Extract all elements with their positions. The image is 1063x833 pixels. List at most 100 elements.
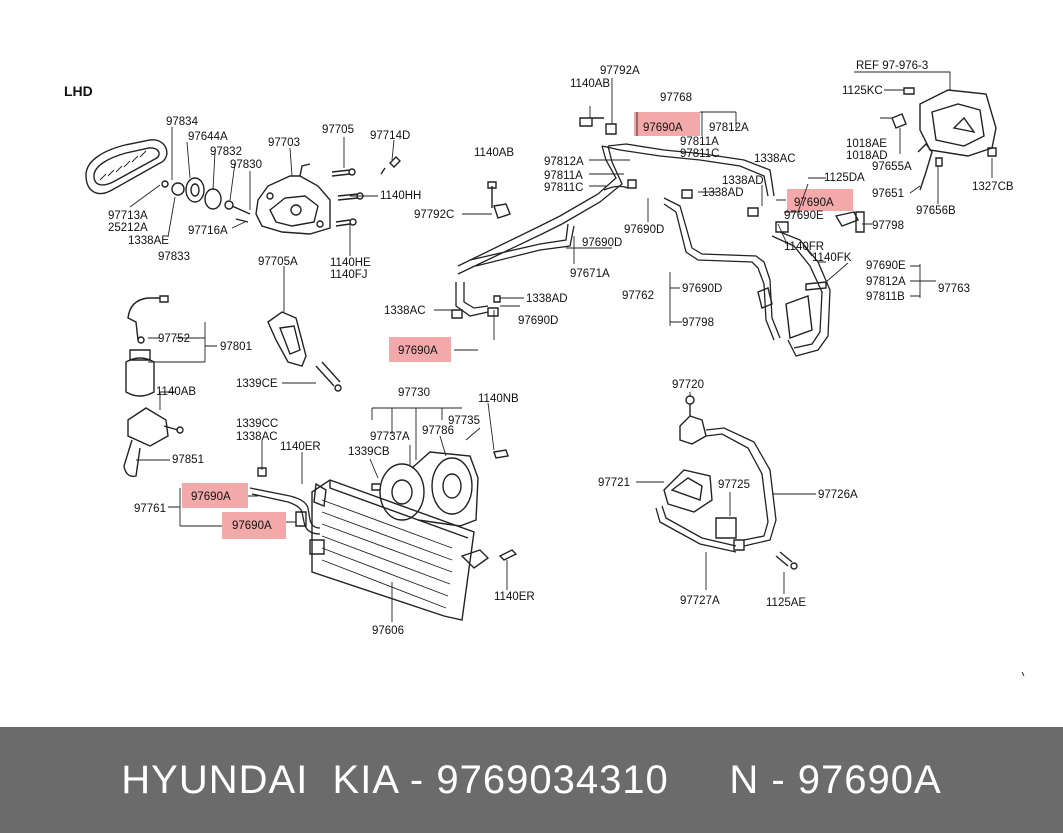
label-1338ad-r: 1338AD — [702, 187, 744, 199]
label-97834: 97834 — [166, 116, 199, 128]
hose-97762 — [663, 177, 936, 357]
label-1327cb: 1327CB — [972, 181, 1014, 193]
label-25212a: 25212A — [108, 222, 148, 234]
label-97725: 97725 — [718, 479, 750, 491]
label-1338ac-r: 1338AC — [754, 153, 796, 165]
bolts-upper — [331, 156, 401, 227]
label-1018ae: 1018AE — [846, 138, 887, 150]
label-97812a-mid: 97812A — [544, 156, 584, 168]
label-97851: 97851 — [172, 454, 204, 466]
label-97798-g: 97798 — [682, 317, 714, 329]
label-97713a: 97713A — [108, 210, 148, 222]
label-97690a-top: 97690A — [643, 122, 683, 134]
label-97655a: 97655A — [872, 161, 912, 173]
label-97690a-left2: 97690A — [232, 520, 272, 532]
label-1140er-a: 1140ER — [280, 441, 321, 453]
receiver-drier-97801 — [125, 295, 217, 410]
label-97811a-mid: 97811A — [544, 170, 583, 182]
ref-label: REF 97-976-3 — [856, 60, 928, 72]
label-97763: 97763 — [938, 283, 970, 295]
label-97786: 97786 — [422, 425, 454, 437]
label-1125kc: 1125KC — [842, 85, 883, 97]
label-97656b: 97656B — [916, 205, 956, 217]
label-97812a-top: 97812A — [709, 122, 749, 134]
fan-assembly-97730 — [369, 402, 509, 527]
label-97735: 97735 — [448, 415, 480, 427]
label-97726a: 97726A — [818, 489, 858, 501]
cover-assembly — [854, 71, 1025, 677]
label-1140fj: 1140FJ — [330, 269, 368, 281]
highlight-97690a-left2 — [222, 512, 286, 539]
label-1140er-b: 1140ER — [494, 591, 535, 603]
label-97703: 97703 — [268, 137, 300, 149]
label-97812a-g: 97812A — [866, 276, 906, 288]
label-1140fr: 1140FR — [784, 241, 824, 253]
label-97690a-left1: 97690A — [191, 491, 231, 503]
label-97761: 97761 — [134, 503, 166, 515]
label-97752: 97752 — [158, 333, 190, 345]
label-97714d: 97714D — [370, 130, 410, 142]
pulley-assembly — [161, 177, 251, 223]
label-1125da: 1125DA — [824, 172, 865, 184]
label-97690a-right: 97690A — [794, 197, 834, 209]
label-1140ab-l: 1140AB — [156, 386, 196, 398]
label-97727a: 97727A — [680, 595, 720, 607]
label-97830: 97830 — [230, 159, 262, 171]
label-1339cc: 1339CC — [236, 418, 278, 430]
label-97690d-b: 97690D — [582, 237, 622, 249]
label-97811b: 97811B — [866, 291, 905, 303]
label-97811a-top: 97811A — [680, 136, 719, 148]
label-1338ac-c: 1338AC — [384, 305, 426, 317]
highlight-97690a-center — [389, 337, 451, 362]
highlight-97690a-right — [787, 189, 853, 211]
footer-part-text: HYUNDAI KIA - 9769034310 N - 97690A — [121, 757, 942, 802]
label-1338ad-r-top: 1338AD — [722, 175, 764, 187]
label-97721: 97721 — [598, 477, 630, 489]
label-97716a: 97716A — [188, 225, 228, 237]
label-97811c-mid: 97811C — [544, 182, 583, 194]
label-1140ab-mid: 1140AB — [474, 147, 514, 159]
highlight-97690a-top — [634, 112, 700, 136]
label-97811c-top: 97811C — [680, 148, 719, 160]
label-97768: 97768 — [660, 92, 692, 104]
label-1338ad-c: 1338AD — [526, 293, 568, 305]
orientation-label: LHD — [64, 83, 93, 99]
label-97690d-c: 97690D — [518, 315, 558, 327]
label-97762: 97762 — [622, 290, 654, 302]
condenser-97606 — [309, 479, 518, 622]
label-97705: 97705 — [322, 124, 354, 136]
label-97644a: 97644A — [188, 131, 228, 143]
label-1140hh: 1140HH — [380, 190, 421, 202]
label-1338ac-l: 1338AC — [236, 431, 278, 443]
label-97690e-g: 97690E — [866, 260, 906, 272]
label-97833: 97833 — [158, 251, 190, 263]
label-97737a: 97737A — [370, 431, 410, 443]
label-1140fk: 1140FK — [812, 252, 852, 264]
label-97798-r: 97798 — [872, 220, 904, 232]
label-97730: 97730 — [398, 387, 430, 399]
label-1339cb: 1339CB — [348, 446, 390, 458]
drive-belt — [85, 139, 168, 195]
label-1125ae: 1125AE — [766, 597, 806, 609]
bracket-97705a — [267, 266, 342, 392]
highlight-97690a-left1 — [182, 483, 248, 508]
compressor-bracket — [255, 163, 331, 235]
label-97720: 97720 — [672, 379, 704, 391]
part-number-footer: HYUNDAI KIA - 9769034310 N - 97690A — [0, 727, 1063, 833]
label-97690a-center: 97690A — [398, 345, 438, 357]
label-97671a: 97671A — [570, 268, 610, 280]
pipe-97671a — [434, 78, 775, 351]
parts-diagram: LHD REF 97-976-3 97792A 1140AB 97768 976… — [64, 60, 1025, 677]
label-97801: 97801 — [220, 341, 252, 353]
diagram-svg: LHD REF 97-976-3 97792A 1140AB 97768 976… — [64, 60, 1025, 677]
label-97690d-a: 97690D — [624, 224, 664, 236]
label-1140ab-top: 1140AB — [570, 78, 610, 90]
label-97690e-r: 97690E — [784, 210, 824, 222]
label-1339ce: 1339CE — [236, 378, 278, 390]
label-97792c: 97792C — [414, 209, 454, 221]
hose-97851 — [123, 407, 184, 477]
label-1140he: 1140HE — [330, 257, 371, 269]
label-1018ad: 1018AD — [846, 150, 888, 162]
label-1338ae: 1338AE — [128, 235, 169, 247]
label-97690d-g: 97690D — [682, 283, 722, 295]
